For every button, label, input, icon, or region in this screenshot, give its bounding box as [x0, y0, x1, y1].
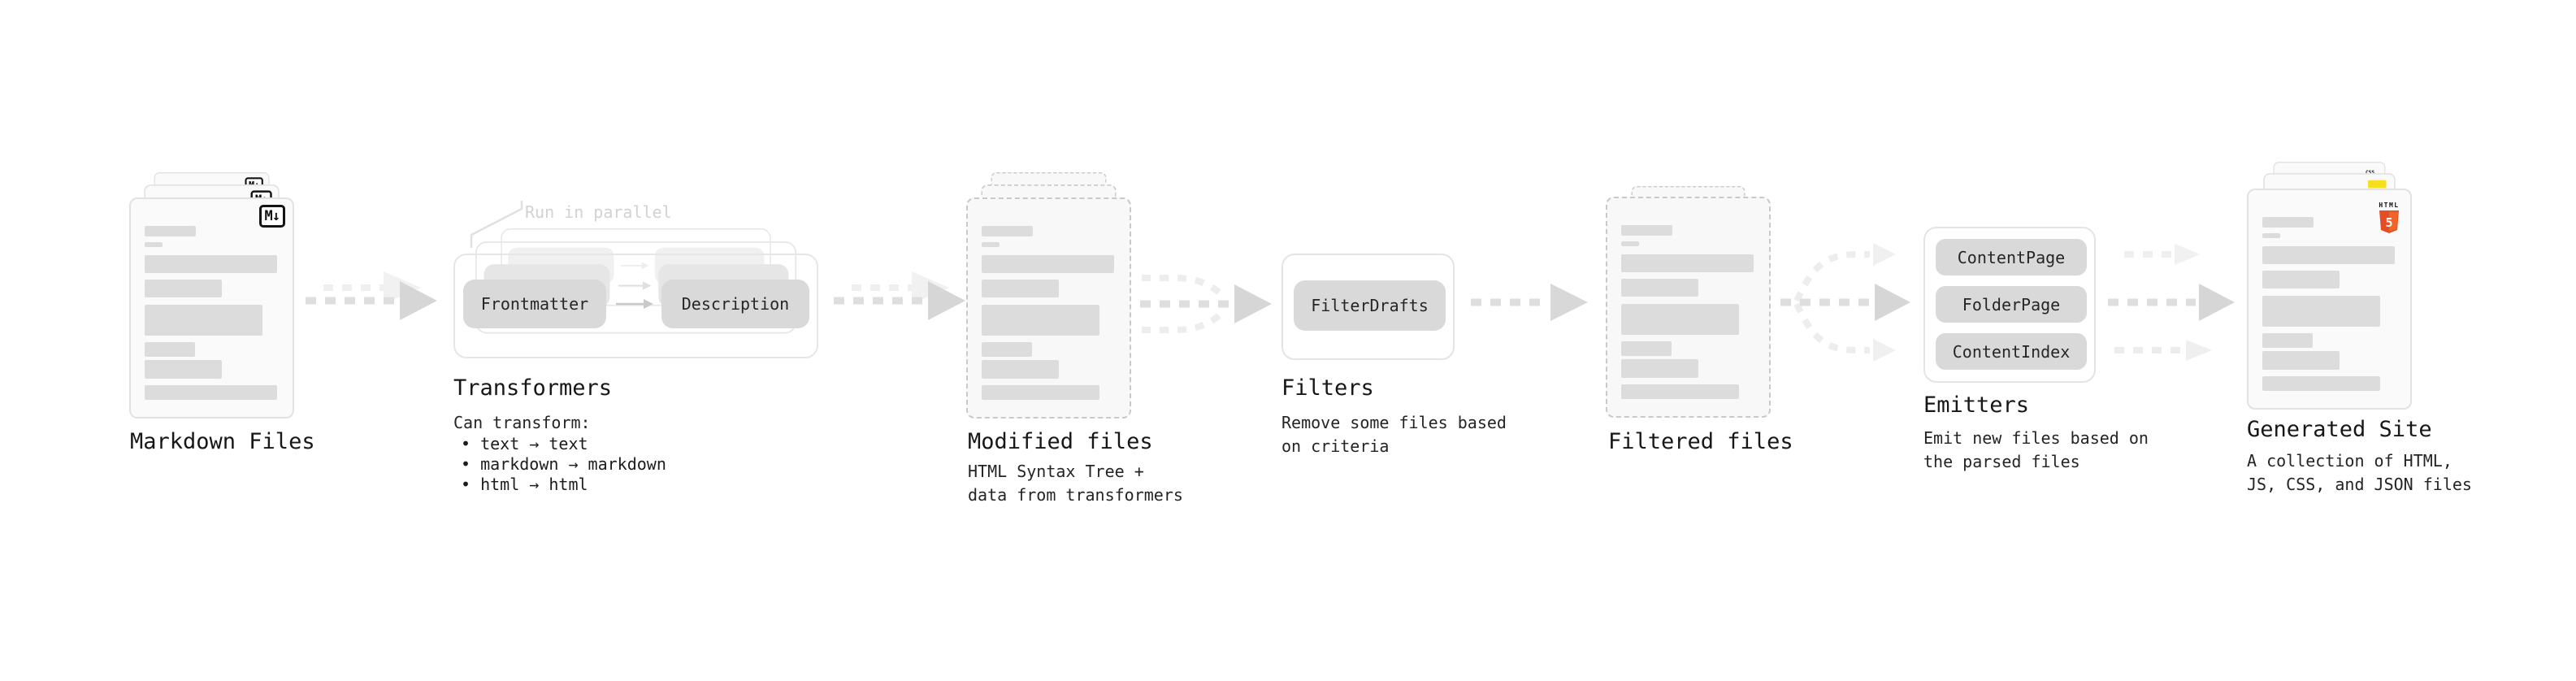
- skeleton-line: [145, 305, 262, 336]
- js-icon: [2368, 180, 2387, 189]
- skeleton-line: [145, 385, 277, 400]
- filtered-files-title: Filtered files: [1608, 429, 1793, 454]
- arrow-filtered-to-emitters: [1780, 243, 1910, 362]
- markdown-files-title: Markdown Files: [130, 429, 315, 454]
- skeleton-line: [1621, 384, 1739, 399]
- skeleton-line: [1621, 241, 1639, 246]
- emitters-caption: Emit new files based on the parsed files: [1923, 428, 2149, 471]
- skeleton-line: [145, 255, 277, 273]
- svg-text:5: 5: [2385, 215, 2392, 230]
- bullet-item: • markdown → markdown: [461, 454, 666, 474]
- skeleton-line: [1621, 279, 1698, 297]
- skeleton-line: [982, 342, 1032, 357]
- emitter-node-folderpage: FolderPage: [1936, 286, 2087, 323]
- generated-site-stack: CSS HTML 5: [2247, 162, 2412, 410]
- mini-arrow-icon: [621, 262, 649, 270]
- skeleton-line: [982, 280, 1059, 297]
- emitter-node-contentindex: ContentIndex: [1936, 333, 2087, 370]
- emitters-panel: ContentPage FolderPage ContentIndex: [1923, 227, 2096, 383]
- skeleton-line: [982, 305, 1099, 336]
- skeleton-line: [2262, 217, 2314, 228]
- mini-arrow-icon: [618, 281, 652, 290]
- skeleton-line: [145, 342, 195, 357]
- skeleton-line: [2262, 246, 2395, 264]
- skeleton-line: [982, 360, 1059, 379]
- skeleton-line: [1621, 254, 1754, 272]
- emitters-title: Emitters: [1923, 393, 2030, 418]
- skeleton-line: [982, 255, 1114, 273]
- transformers-caption-heading: Can transform:: [453, 413, 591, 432]
- filters-title: Filters: [1281, 375, 1374, 401]
- skeleton-line: [2262, 351, 2340, 370]
- skeleton-line: [2262, 271, 2340, 288]
- skeleton-line: [982, 226, 1033, 236]
- filters-panel: FilterDrafts: [1281, 254, 1455, 360]
- modified-files-caption: HTML Syntax Tree + data from transformer…: [968, 462, 1183, 505]
- generated-site-title: Generated Site: [2247, 417, 2432, 442]
- arrow-filters-to-filtered: [1471, 284, 1588, 321]
- arrow-modified-to-filters: [1140, 275, 1272, 333]
- arrow-markdown-to-transformers: [306, 271, 437, 320]
- filtered-files-stack: [1606, 186, 1771, 418]
- mini-arrow-icon: [616, 299, 653, 309]
- skeleton-line: [145, 280, 222, 297]
- emitter-node-contentpage: ContentPage: [1936, 239, 2087, 275]
- markdown-files-stack: M↓ M↓ M↓: [129, 172, 294, 419]
- html5-icon: HTML 5: [2375, 195, 2403, 236]
- modified-files-title: Modified files: [968, 429, 1153, 454]
- filter-node-filterdrafts: FilterDrafts: [1294, 280, 1446, 331]
- filtered-file-card-front: [1606, 197, 1771, 418]
- transformer-node-description: Description: [661, 280, 809, 328]
- arrow-emitters-to-generated: [2108, 244, 2235, 361]
- skeleton-line: [2262, 376, 2380, 391]
- markdown-icon: M↓: [258, 205, 285, 228]
- skeleton-line: [145, 360, 222, 379]
- generated-html-card: HTML 5: [2247, 189, 2412, 410]
- skeleton-line: [1621, 225, 1672, 236]
- skeleton-line: [2262, 333, 2313, 348]
- skeleton-line: [2262, 233, 2280, 238]
- run-in-parallel-connector: [470, 201, 523, 248]
- skeleton-line: [1621, 341, 1672, 356]
- skeleton-line: [1621, 359, 1698, 378]
- skeleton-line: [982, 242, 1000, 247]
- skeleton-line: [1621, 304, 1739, 335]
- skeleton-line: [982, 385, 1099, 400]
- generated-site-caption: A collection of HTML, JS, CSS, and JSON …: [2247, 451, 2472, 494]
- transformer-node-frontmatter: Frontmatter: [463, 280, 606, 328]
- bullet-item: • html → html: [461, 475, 588, 494]
- markdown-file-card-front: M↓: [129, 197, 294, 419]
- run-in-parallel-note: Run in parallel: [525, 202, 672, 222]
- skeleton-line: [145, 242, 163, 247]
- modified-files-stack: [966, 172, 1131, 419]
- transformers-bullet-list: • text → text • markdown → markdown • ht…: [461, 434, 666, 495]
- arrow-transformers-to-modified: [834, 271, 965, 320]
- skeleton-line: [145, 226, 196, 236]
- filters-caption: Remove some files based on criteria: [1281, 413, 1507, 456]
- transformer-layer-front: Frontmatter Description: [453, 254, 818, 358]
- transformers-title: Transformers: [453, 375, 613, 401]
- skeleton-line: [2262, 296, 2380, 327]
- transformers-group: Frontmatter Description: [453, 228, 818, 358]
- bullet-item: • text → text: [461, 434, 588, 453]
- modified-file-card-front: [966, 197, 1131, 419]
